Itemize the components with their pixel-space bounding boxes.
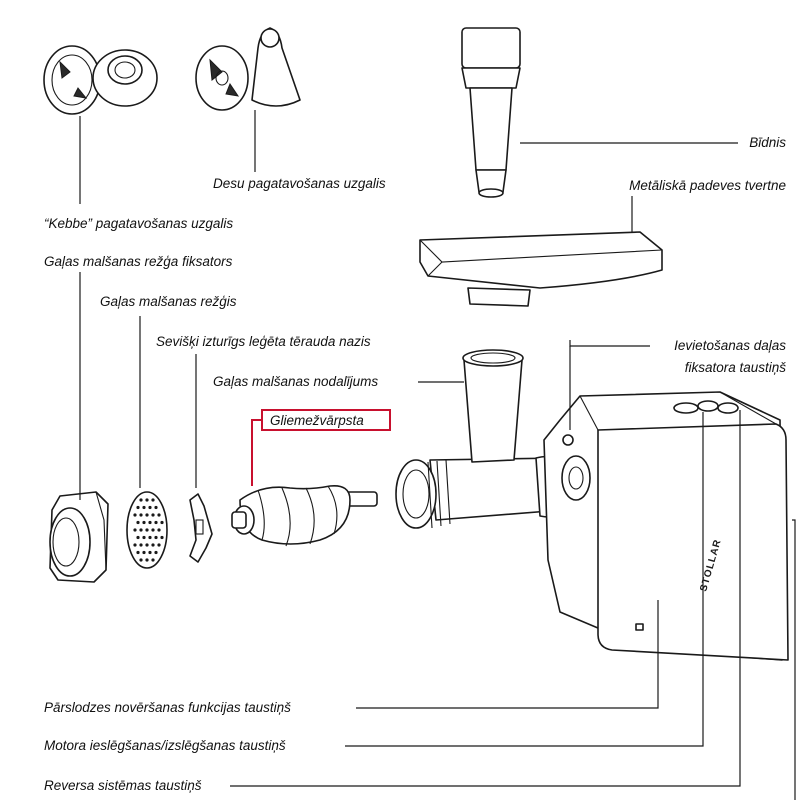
ring-lock	[49, 491, 109, 583]
label-rezgis: Gaļas malšanas režģis	[100, 294, 237, 309]
highlight-box	[261, 409, 391, 431]
motor-body: STOLLAR	[543, 391, 789, 661]
label-reversa: Reversa sistēmas taustiņš	[44, 778, 202, 793]
plate-hole	[139, 498, 143, 502]
plate-hole	[133, 513, 137, 517]
plate-hole	[151, 558, 155, 562]
plate-hole	[148, 550, 152, 555]
grinding-chamber	[395, 349, 569, 529]
plate-hole	[145, 543, 149, 547]
plate-hole	[145, 513, 149, 517]
plate-hole	[136, 535, 140, 540]
plate-hole	[136, 550, 140, 555]
plate-hole	[139, 558, 143, 562]
plate-hole	[133, 528, 137, 532]
plate-hole	[154, 550, 158, 555]
label-ievietosanas-line1: Ievietošanas daļas	[674, 338, 786, 353]
label-motora: Motora ieslēgšanas/izslēgšanas taustiņš	[44, 738, 286, 753]
plate-hole	[142, 535, 146, 540]
plate-hole	[136, 505, 140, 510]
pusher	[461, 27, 521, 198]
plate-hole	[154, 535, 158, 540]
cutting-knife	[189, 493, 213, 563]
plate-hole	[151, 513, 155, 517]
plate-hole	[145, 558, 149, 562]
label-desu: Desu pagatavošanas uzgalis	[213, 176, 386, 191]
leader-lines	[79, 110, 796, 800]
label-gliemezvarpsta: Gliemežvārpsta	[270, 413, 364, 428]
plate-hole	[142, 520, 146, 525]
kebbe-attachment	[43, 45, 158, 115]
label-kebbe: “Kebbe” pagatavošanas uzgalis	[44, 216, 233, 231]
label-parslodzes: Pārslodzes novēršanas funkcijas taustiņš	[44, 700, 291, 715]
label-nodalijums: Gaļas malšanas nodalījums	[213, 374, 378, 389]
plate-hole	[157, 543, 161, 547]
grinding-plate	[126, 491, 168, 569]
auger	[231, 484, 378, 547]
plate-hole	[151, 543, 155, 547]
plate-hole	[151, 528, 155, 532]
sausage-attachment	[195, 27, 301, 111]
feeding-tray	[419, 231, 663, 307]
label-tvertne: Metāliskā padeves tvertne	[629, 178, 786, 193]
plate-hole	[145, 498, 149, 502]
plate-hole	[133, 543, 137, 547]
plate-hole	[145, 528, 149, 532]
label-bidnis: Bīdnis	[749, 135, 786, 150]
label-nazis: Sevišķi izturīgs leģēta tērauda nazis	[156, 334, 371, 349]
plate-hole	[139, 513, 143, 517]
plate-hole	[139, 543, 143, 547]
plate-hole	[154, 505, 158, 510]
plate-hole	[148, 535, 152, 540]
plate-hole	[160, 520, 164, 525]
plate-hole	[136, 520, 140, 525]
plate-hole	[142, 550, 146, 555]
label-ievietosanas-line2: fiksatora taustiņš	[685, 360, 787, 375]
plate-hole	[142, 505, 146, 510]
plate-hole	[148, 520, 152, 525]
plate-hole	[148, 505, 152, 510]
plate-hole	[154, 520, 158, 525]
plate-hole	[151, 498, 155, 502]
plate-hole	[139, 528, 143, 532]
label-fiksators: Gaļas malšanas režģa fiksators	[44, 254, 233, 269]
plate-hole	[160, 535, 164, 540]
plate-hole	[157, 528, 161, 532]
plate-hole	[157, 513, 161, 517]
